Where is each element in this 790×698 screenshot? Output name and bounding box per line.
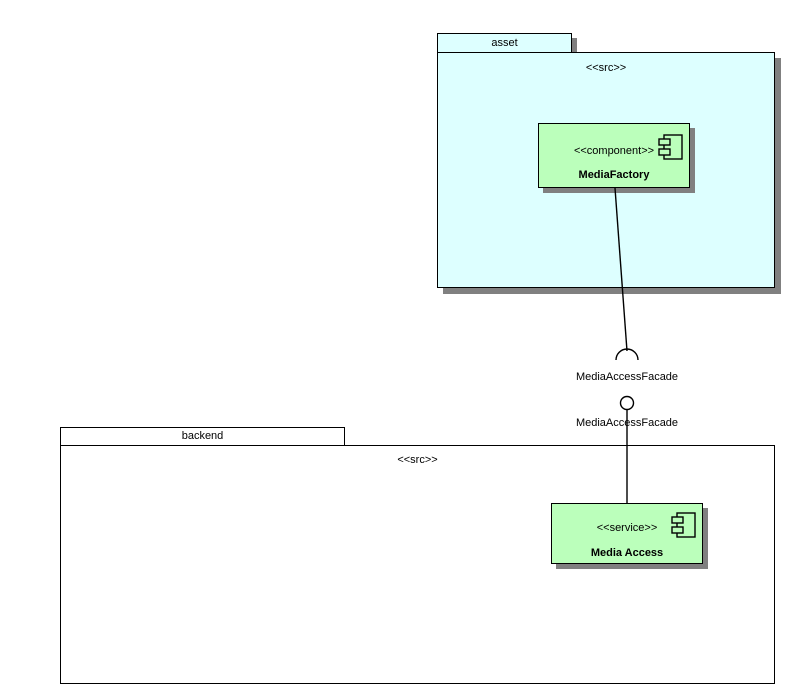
component-icon	[658, 134, 683, 160]
package-asset-name: asset	[491, 36, 518, 49]
package-asset-stereotype: <<src>>	[585, 62, 627, 74]
component-media-access-stereotype: <<service>>	[596, 522, 658, 534]
component-mediafactory-name: MediaFactory	[578, 169, 650, 181]
component-media-access-name: Media Access	[590, 547, 664, 559]
mediaaccess-shadow-right	[703, 508, 708, 569]
mediafactory-shadow-bottom	[543, 188, 695, 193]
interface-label-provided: MediaAccessFacade	[575, 417, 679, 429]
component-media-access[interactable]: <<service>> Media Access	[551, 503, 703, 564]
asset-package-shadow-bottom	[443, 288, 781, 294]
interface-label-required: MediaAccessFacade	[575, 371, 679, 383]
mediafactory-shadow-right	[690, 128, 695, 193]
package-asset-tab[interactable]: asset	[437, 33, 572, 53]
required-interface-socket-icon	[615, 348, 639, 361]
package-backend-stereotype: <<src>>	[397, 454, 438, 466]
component-mediafactory-stereotype: <<component>>	[573, 145, 655, 157]
asset-package-tab-shadow	[572, 38, 577, 54]
mediaaccess-shadow-bottom	[556, 564, 708, 569]
package-backend-tab[interactable]: backend	[60, 427, 345, 446]
component-mediafactory[interactable]: <<component>> MediaFactory	[538, 123, 690, 188]
asset-package-shadow-right	[775, 58, 781, 294]
provided-interface-ball-icon	[619, 395, 635, 411]
component-icon	[671, 512, 696, 538]
package-backend-name: backend	[181, 430, 224, 442]
